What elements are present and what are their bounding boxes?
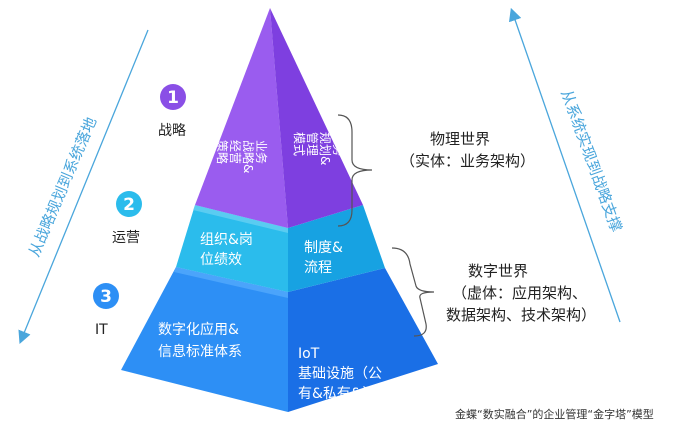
top-left-line: 经营 xyxy=(228,140,242,164)
top-tier-left-face xyxy=(195,8,288,228)
left-flow-arrow xyxy=(18,29,149,345)
level-1-label: 战略 xyxy=(158,123,186,139)
level-2-label: 运营 xyxy=(112,230,140,246)
top-tier-right-face xyxy=(270,8,363,228)
top-right-line: 管理 xyxy=(305,132,320,156)
bot-left-line-1: 数字化应用& xyxy=(158,321,239,338)
middle-tier-right-face xyxy=(288,205,385,292)
middle-tier-left-face xyxy=(176,205,288,292)
caption: 金蝶“数实融合”的企业管理“金字塔”模型 xyxy=(455,407,654,421)
right-arrow-text: 从系统实现到战略支撑 xyxy=(557,87,625,234)
level-2-number: 2 xyxy=(123,195,135,215)
right-flow-arrow xyxy=(508,7,621,323)
bottom-tier-edge xyxy=(174,267,288,298)
level-3-number: 3 xyxy=(100,287,112,307)
top-right-line: 规划& xyxy=(318,132,333,165)
level-3-label: IT xyxy=(95,322,108,338)
mid-right-line-2: 流程 xyxy=(304,260,332,276)
top-left-line: 策略 xyxy=(215,140,230,164)
bot-left-line-2: 信息标准体系 xyxy=(158,343,242,360)
bot-right-line-2: 基础设施（公 xyxy=(298,365,382,382)
top-left-line: 业务 xyxy=(254,140,269,164)
bot-right-line-3: 有&私有&混合） xyxy=(298,386,404,402)
top-right-line: 模式 xyxy=(292,132,306,156)
physical-world-title: 物理世界 xyxy=(430,130,490,148)
digital-world-sub-2: 数据架构、技术架构） xyxy=(446,306,596,324)
level-3-badge: 3 xyxy=(93,283,119,309)
bottom-tier-right-face xyxy=(288,268,438,412)
physical-brace xyxy=(337,114,373,227)
digital-brace xyxy=(391,247,435,337)
digital-world-sub-1: （虚体：应用架构、 xyxy=(452,284,587,302)
level-2-badge: 2 xyxy=(116,191,142,217)
level-1-badge: 1 xyxy=(160,84,186,110)
mid-left-line-2: 位绩效 xyxy=(200,252,242,268)
physical-world-sub: （实体：业务架构） xyxy=(400,152,535,170)
bot-right-line-1: IoT xyxy=(298,346,320,362)
level-1-number: 1 xyxy=(167,88,179,108)
top-right-line: 业务 xyxy=(331,132,346,156)
top-left-face-text: 业务 战略& 经营 策略 xyxy=(215,140,269,173)
mid-right-line-1: 制度& xyxy=(304,240,343,256)
bottom-tier-left-face xyxy=(121,267,288,412)
mid-left-line-1: 组织&岗 xyxy=(200,232,253,248)
top-right-face-text: 业务 规划& 管理 模式 xyxy=(292,132,346,165)
middle-tier-edge xyxy=(193,205,288,233)
top-left-line: 战略& xyxy=(241,140,256,173)
digital-world-title: 数字世界 xyxy=(468,262,528,280)
